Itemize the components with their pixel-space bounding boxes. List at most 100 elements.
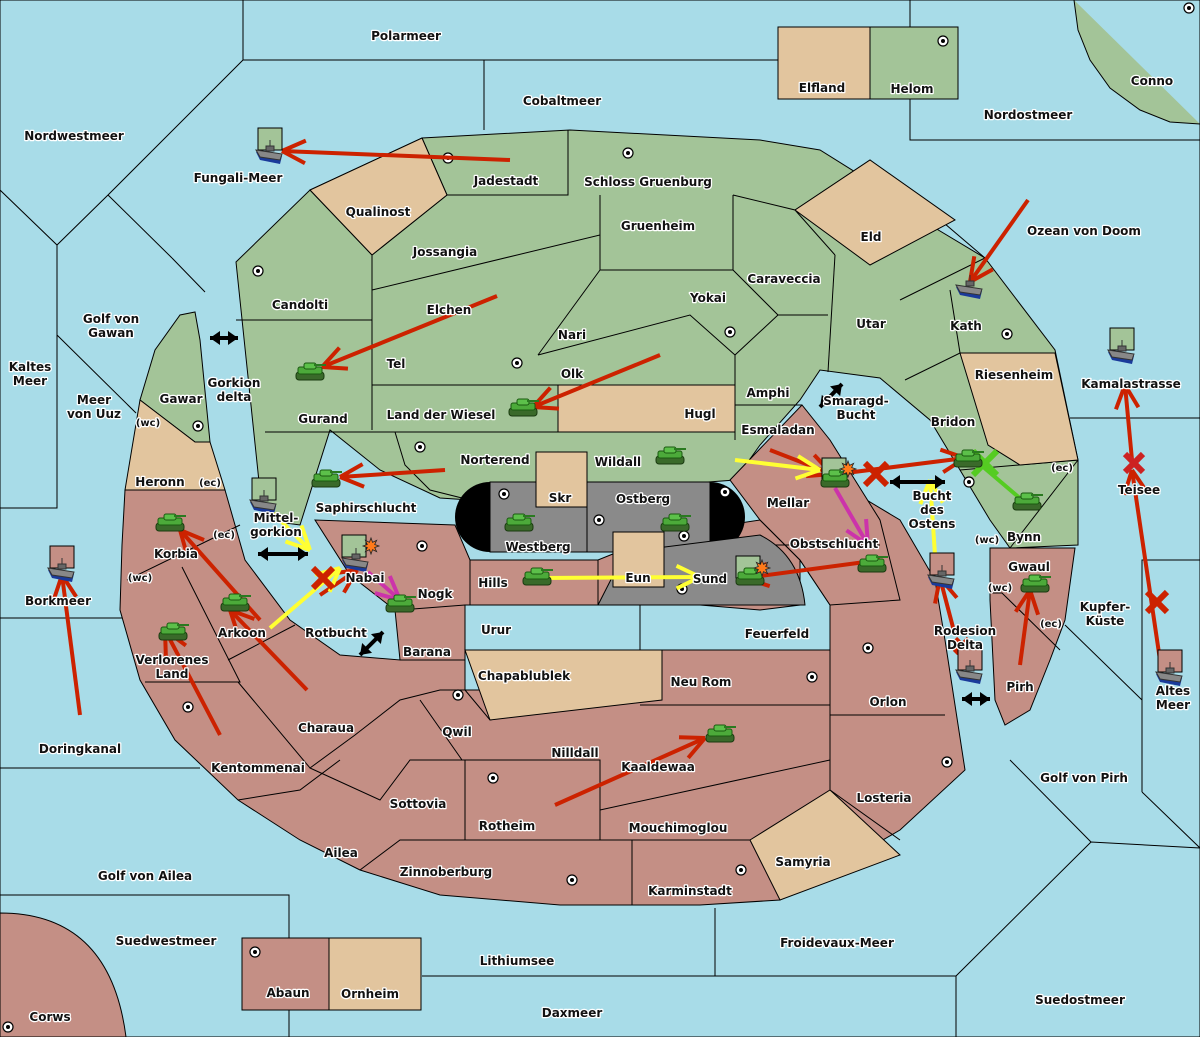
army-unit-icon[interactable] [705, 724, 736, 743]
order-arrow [320, 294, 498, 371]
fleet-fungali-meer[interactable] [255, 127, 283, 164]
fleet-kamalastrasse[interactable] [1107, 327, 1135, 364]
army-unit-icon[interactable] [158, 622, 189, 641]
supply-center-icon [806, 671, 818, 683]
label-ornheim: Ornheim [341, 987, 399, 1001]
failed-order-icon [1144, 589, 1170, 615]
region-riesenheim[interactable] [959, 352, 1079, 466]
order-arrow [554, 735, 707, 807]
supply-center-icon [414, 441, 426, 453]
label-mellar: Mellar [767, 496, 809, 510]
label-eun: Eun [625, 571, 650, 585]
islands [0, 26, 959, 1037]
army-unit-icon[interactable] [820, 469, 851, 488]
label-rotbucht: Rotbucht [305, 626, 367, 640]
coast-label-bynn-ec: (ec) [1051, 463, 1073, 474]
army-unit-icon[interactable] [655, 446, 686, 465]
labels-layer: PolarmeerCobaltmeerNordwestmeerFungali-M… [7, 28, 1191, 1026]
bucht-connection-icon [890, 475, 945, 489]
label-suedwestmeer: Suedwestmeer [116, 934, 217, 948]
region-gwaul-pirh [989, 547, 1076, 726]
coast-label-bynn-wc: (wc) [975, 535, 999, 546]
fleet-mittelgorkion[interactable] [249, 477, 277, 514]
army-unit-icon[interactable] [508, 398, 539, 417]
fleet-nabai[interactable] [341, 548, 369, 572]
region-hugl[interactable] [557, 384, 736, 433]
label-orlon: Orlon [869, 695, 906, 709]
label-fungali-meer: Fungali-Meer [194, 171, 283, 185]
label-zinnoberburg: Zinnoberburg [400, 865, 492, 879]
army-unit-icon[interactable] [953, 449, 984, 468]
region-ornheim[interactable] [328, 937, 422, 1011]
border-uuz [56, 334, 137, 414]
supply-center-icon [1001, 328, 1013, 340]
label-eld: Eld [861, 230, 882, 244]
label-gawar: Gawar [159, 392, 202, 406]
army-unit-icon[interactable] [660, 513, 691, 532]
army-unit-icon[interactable] [311, 469, 342, 488]
label-urur: Urur [481, 623, 511, 637]
order-arrow [281, 138, 511, 165]
continent [119, 129, 1079, 906]
smaragd-connection-icon [818, 382, 844, 409]
supply-center-icon [487, 772, 499, 784]
label-borkmeer: Borkmeer [25, 594, 91, 608]
army-unit-icon[interactable] [504, 513, 535, 532]
border-altes-meer2 [1141, 791, 1200, 849]
region-mellar-obst [729, 404, 901, 606]
army-unit-icon[interactable] [295, 362, 326, 381]
coast-label-gwaul-wc: (wc) [988, 583, 1012, 594]
supply-center-icon [416, 540, 428, 552]
label-kentommenai: Kentommenai [211, 761, 305, 775]
region-skr[interactable] [535, 451, 588, 508]
region-chapablublek[interactable] [464, 649, 663, 721]
order-arrow [339, 462, 446, 489]
fleet-bucht-des-ostens[interactable] [927, 552, 955, 589]
border-gawan [171, 257, 206, 293]
region-heronn[interactable] [124, 399, 226, 491]
supply-center-icon [1183, 2, 1195, 14]
label-lithiumsee: Lithiumsee [480, 954, 555, 968]
explosion-icon [361, 536, 381, 556]
army-unit-icon[interactable] [1020, 574, 1051, 593]
fleet-altes-meer[interactable] [1155, 649, 1183, 686]
army-unit-icon[interactable] [155, 513, 186, 532]
border-kupfer [1064, 624, 1143, 701]
label-gurand: Gurand [298, 412, 348, 426]
label-mittelgorkion: Mittel-gorkion [250, 511, 302, 539]
region-corws[interactable] [0, 912, 127, 1037]
label-ailea: Ailea [324, 846, 358, 860]
region-eld[interactable] [794, 159, 956, 266]
label-ostberg: Ostberg [616, 492, 670, 506]
order-arrow [1114, 383, 1141, 461]
label-chapablublek: Chapablublek [478, 669, 571, 683]
army-unit-icon[interactable] [220, 593, 251, 612]
border-ailea [0, 894, 290, 938]
label-sund: Sund [693, 572, 727, 586]
region-samyria[interactable] [749, 789, 901, 901]
coast-label-korbia-ec: (ec) [213, 530, 235, 541]
supply-center-icon [2, 1021, 14, 1033]
army-unit-icon[interactable] [522, 567, 553, 586]
supply-center-icon [963, 476, 975, 488]
label-conno: Conno [1131, 74, 1173, 88]
orders-layer [51, 138, 1170, 807]
label-obstschlucht: Obstschlucht [790, 537, 879, 551]
label-abaun: Abaun [266, 986, 309, 1000]
fleet-rodesion-delta[interactable] [955, 647, 983, 684]
label-elchen: Elchen [427, 303, 472, 317]
fleet-borkmeer[interactable] [47, 545, 75, 582]
army-unit-icon[interactable] [1012, 492, 1043, 511]
failed-order-icon [862, 460, 890, 488]
fleet-kath[interactable] [955, 275, 983, 299]
region-elfland[interactable] [777, 26, 871, 100]
army-unit-icon[interactable] [857, 554, 888, 573]
label-neu-rom: Neu Rom [671, 675, 732, 689]
label-hugl: Hugl [684, 407, 715, 421]
label-westberg: Westberg [505, 540, 570, 554]
coast-label-korbia-wc: (wc) [128, 573, 152, 584]
label-caraveccia: Caraveccia [747, 272, 820, 286]
label-korbia: Korbia [154, 547, 198, 561]
army-unit-icon[interactable] [385, 594, 416, 613]
